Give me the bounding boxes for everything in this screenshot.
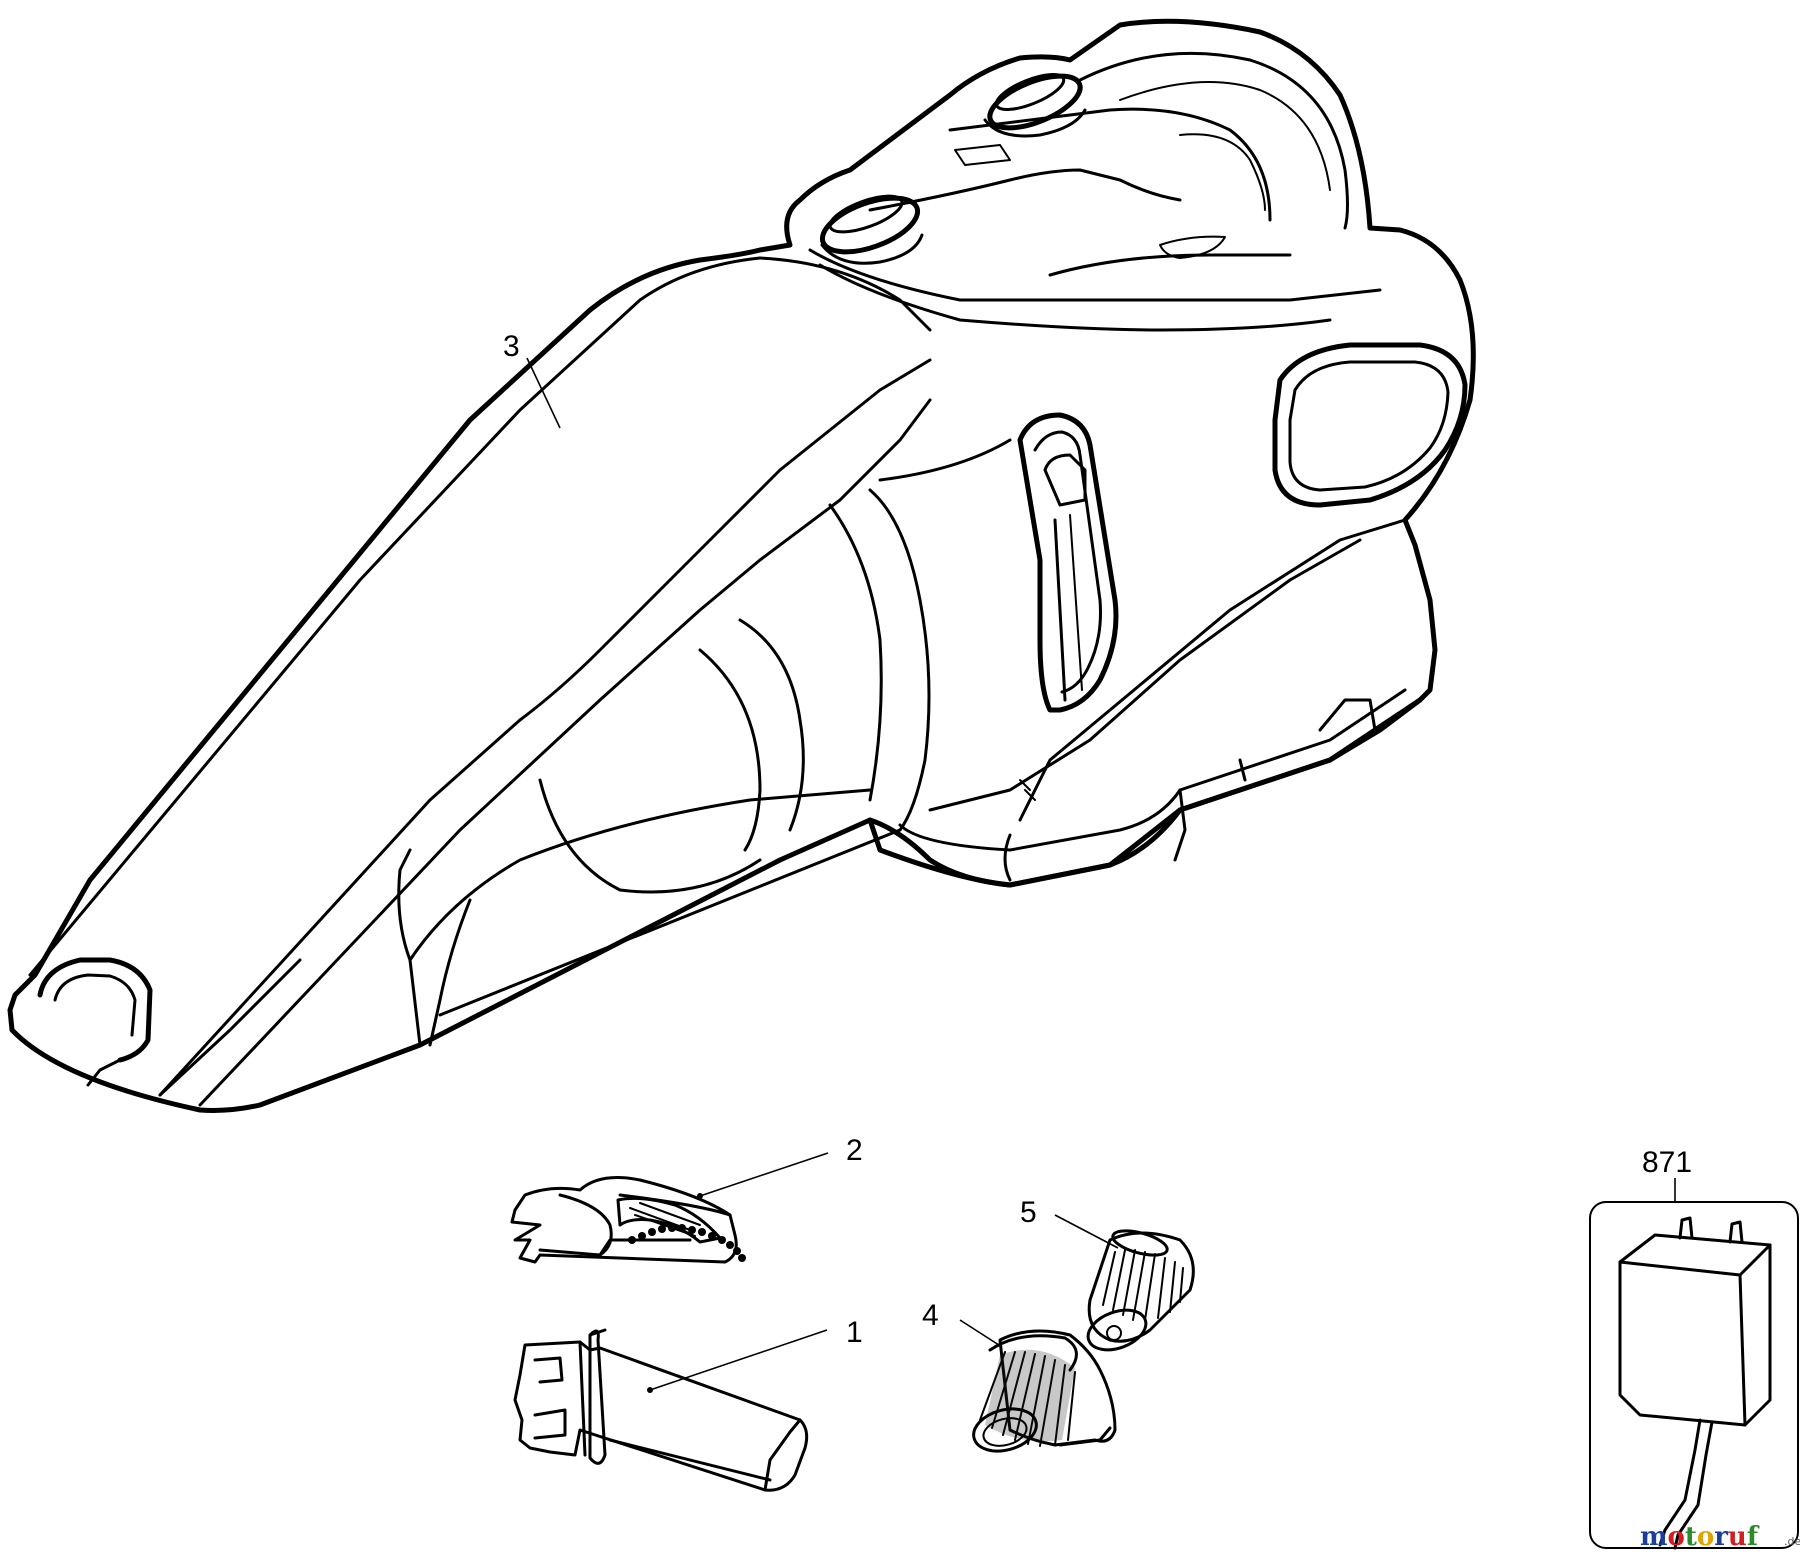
watermark-letter: u bbox=[1728, 1522, 1747, 1552]
power-button bbox=[983, 73, 1087, 138]
crevice-tool bbox=[513, 1328, 828, 1492]
side-vent bbox=[1272, 342, 1468, 508]
watermark-suffix: .de bbox=[1784, 1535, 1800, 1548]
label-part-5: 5 bbox=[1020, 1196, 1037, 1229]
watermark-letter: o bbox=[1697, 1522, 1714, 1552]
label-part-3: 3 bbox=[503, 330, 520, 363]
release-button bbox=[819, 194, 924, 265]
brush-bristles bbox=[628, 1224, 746, 1262]
dust-bowl bbox=[538, 438, 1012, 894]
nozzle-opening bbox=[37, 957, 302, 1097]
charger bbox=[1589, 1178, 1799, 1550]
watermark-text: motoruf bbox=[1640, 1522, 1760, 1552]
watermark-logo: motoruf .de bbox=[1640, 1522, 1800, 1552]
watermark-letter: r bbox=[1714, 1522, 1728, 1552]
brush-attachment bbox=[510, 1152, 829, 1264]
label-part-2: 2 bbox=[846, 1134, 863, 1167]
filter-cone bbox=[1054, 1214, 1195, 1352]
filter-with-holder bbox=[959, 1319, 1117, 1453]
vacuum-body bbox=[7, 18, 1476, 1113]
watermark-letter: t bbox=[1685, 1522, 1697, 1552]
latch-slot bbox=[1017, 412, 1119, 713]
label-part-4: 4 bbox=[922, 1299, 939, 1332]
label-part-871: 871 bbox=[1642, 1146, 1692, 1179]
charger-frame bbox=[1589, 1201, 1799, 1549]
watermark-letter: m bbox=[1640, 1522, 1668, 1552]
callout-labels: 3 2 1 5 4 871 bbox=[503, 330, 1692, 1349]
watermark-letter: o bbox=[1668, 1522, 1685, 1552]
label-part-1: 1 bbox=[846, 1316, 863, 1349]
watermark-letter: f bbox=[1747, 1522, 1760, 1552]
